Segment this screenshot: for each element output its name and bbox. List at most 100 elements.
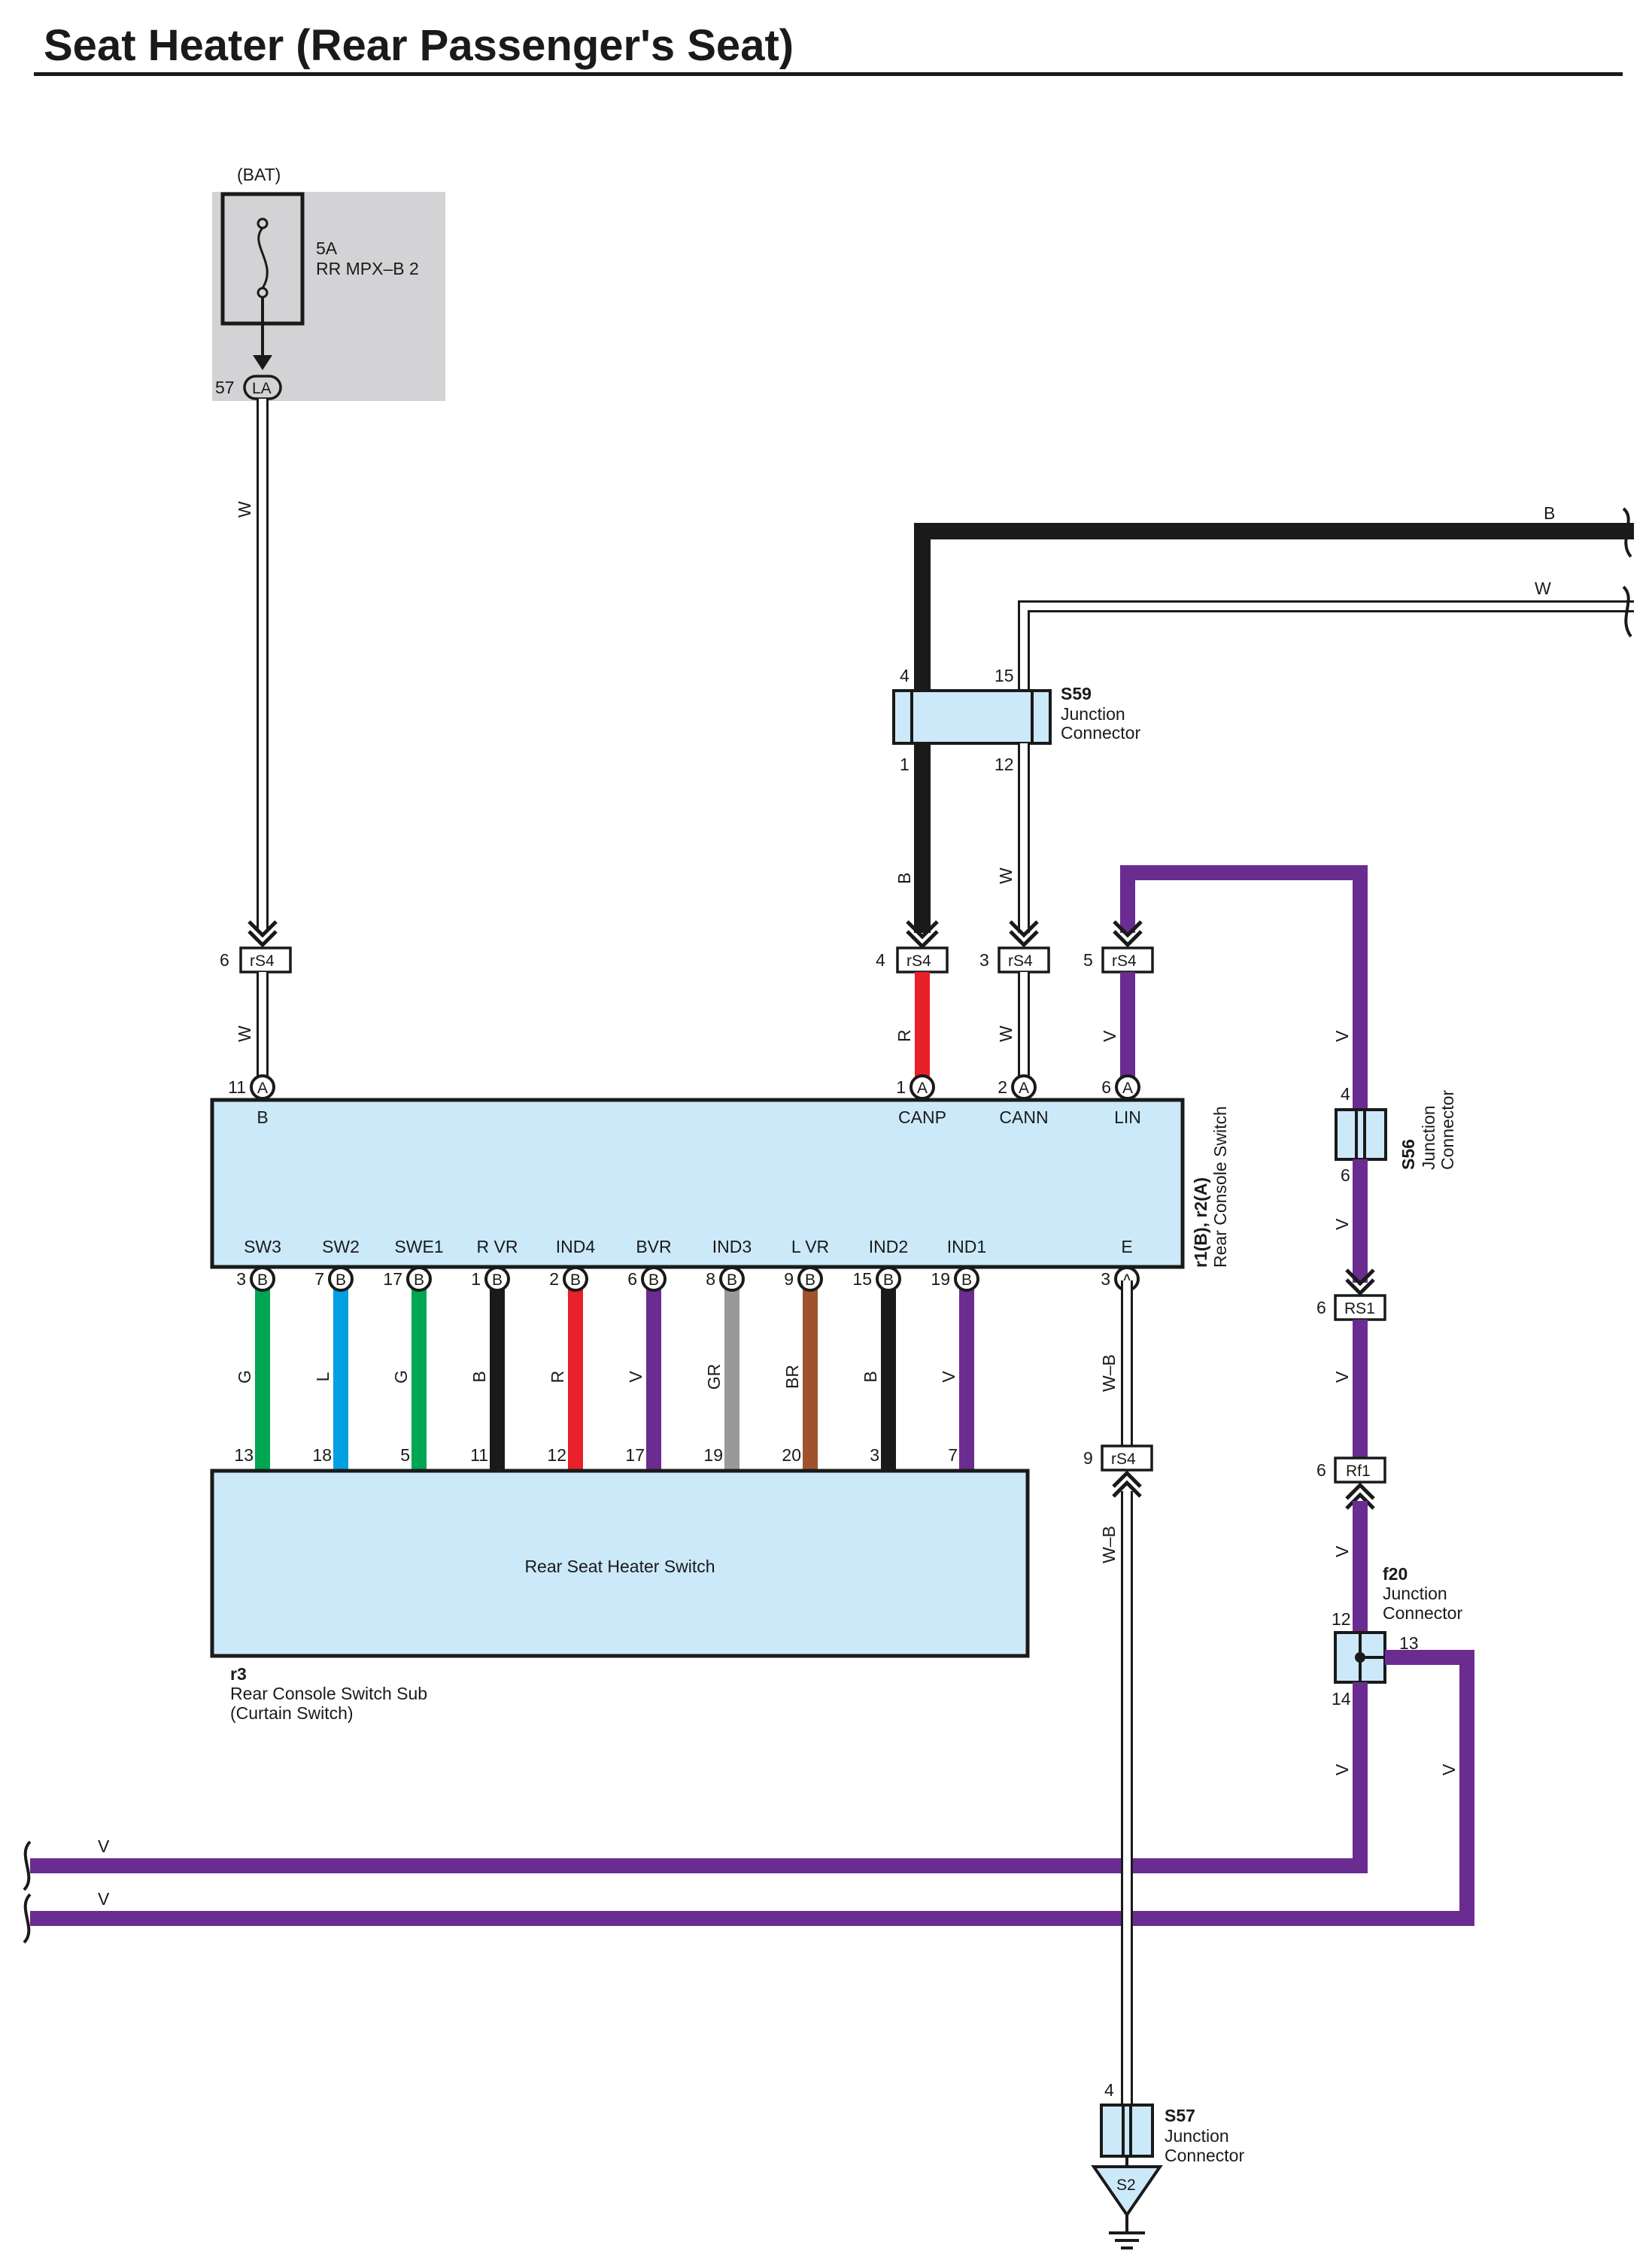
fuse-name: RR MPX–B 2 — [316, 259, 419, 278]
pin-label: CANP — [898, 1107, 946, 1127]
pin-circle — [250, 1074, 275, 1100]
pin-label: E — [1121, 1237, 1132, 1256]
console-bottom-pins: GSW3B313SW3LSW2B718SW2GSWE1B175SWE1BR VR… — [234, 1237, 1140, 1499]
wire-label-v-f20-13: V — [1439, 1763, 1459, 1776]
pin-label: SW2 — [322, 1237, 360, 1256]
pin-connector-letter: A — [257, 1080, 268, 1097]
harness-wire-color: B — [469, 1371, 489, 1382]
junction-s56-id: S56 — [1398, 1139, 1418, 1170]
pin-circle — [1011, 1074, 1037, 1100]
console-bottom-pin: LSW2B718SW2 — [312, 1237, 360, 1499]
pin-connector-letter: B — [570, 1271, 581, 1289]
ground-label: S2 — [1116, 2177, 1136, 2194]
wire-break-icon-2 — [1622, 585, 1632, 638]
chevron-down-icon-canp — [906, 920, 939, 949]
harness-wire-color: V — [626, 1371, 645, 1383]
chevron-down-icon-rs1 — [1345, 1268, 1375, 1296]
junction-s56-line1: Junction — [1419, 1105, 1438, 1170]
chevron-up-icon-rf1 — [1345, 1482, 1375, 1510]
junction-s56-pin-6: 6 — [1341, 1165, 1350, 1185]
fuse-arrow-icon — [253, 355, 272, 370]
pin-circle — [1115, 1074, 1140, 1100]
pin-circle — [563, 1266, 588, 1292]
console-bottom-pin: BIND2B153IND2 — [852, 1237, 908, 1499]
pin-connector-letter: B — [883, 1271, 894, 1289]
harness-wire-color: L — [313, 1372, 333, 1381]
chevron-down-icon-lin — [1113, 920, 1143, 948]
junction-s57 — [1100, 2104, 1154, 2158]
console-bottom-pin: RIND4B212IND4 — [547, 1237, 595, 1499]
pin-number: 7 — [314, 1269, 324, 1289]
junction-s59-line1: Junction — [1061, 704, 1125, 724]
pin-connector-letter: A — [1019, 1080, 1029, 1097]
pin-connector-letter: B — [336, 1271, 346, 1289]
junction-s56-line2: Connector — [1438, 1090, 1457, 1170]
junction-f20-line2: Connector — [1383, 1603, 1462, 1623]
wire-label-w-cann: W — [996, 1025, 1016, 1042]
pin-circle — [719, 1266, 745, 1292]
pin-circle — [910, 1074, 935, 1100]
pin-number: 6 — [1101, 1077, 1111, 1097]
pin-number: 1 — [896, 1077, 906, 1097]
pin-connector-letter: B — [961, 1271, 972, 1289]
fuse-connector-label: LA — [252, 380, 272, 397]
wire-break-icon — [1622, 507, 1632, 558]
harness-wire-color: GR — [704, 1364, 724, 1390]
pin-number: 2 — [998, 1077, 1007, 1097]
pin-label: L VR — [791, 1237, 829, 1256]
junction-f20-node — [1355, 1652, 1365, 1663]
pin-number: 3 — [236, 1269, 246, 1289]
harness-wire-color: R — [548, 1371, 567, 1384]
fuse-pin-number: 57 — [215, 378, 235, 397]
connector-rs4-w-pin: 6 — [220, 950, 229, 970]
pin-label: IND1 — [947, 1237, 986, 1256]
sub-switch-line1: Rear Console Switch Sub — [230, 1684, 427, 1703]
connector-rf1-pin: 6 — [1316, 1460, 1326, 1480]
connector-rs4-lin-pin: 5 — [1083, 950, 1093, 970]
wire-label-w-s59: W — [996, 867, 1016, 884]
pin-circle — [641, 1266, 667, 1292]
pin-number: 9 — [784, 1269, 794, 1289]
pin-number: 6 — [627, 1269, 637, 1289]
harness-wire-color: BR — [782, 1365, 802, 1389]
wire-label-b-s59: B — [894, 873, 914, 884]
wire-v-f20-13 — [30, 1650, 1474, 1926]
junction-s59-id: S59 — [1061, 684, 1092, 703]
junction-s57-pin-4: 4 — [1104, 2080, 1114, 2100]
wire-label-v-left2: V — [98, 1889, 110, 1909]
wire-label-wb-1: W–B — [1099, 1354, 1119, 1392]
pin-connector-letter: B — [648, 1271, 659, 1289]
sub-pin-number: 5 — [400, 1445, 410, 1465]
pin-number: 19 — [931, 1269, 950, 1289]
connector-rs4-canp-label: rS4 — [906, 952, 931, 970]
pin-number: 15 — [852, 1269, 872, 1289]
wire-break-icon-left1 — [23, 1840, 32, 1891]
junction-s57-line2: Connector — [1165, 2146, 1244, 2165]
sub-pin-number: 19 — [703, 1445, 723, 1465]
pin-label: BVR — [636, 1237, 671, 1256]
junction-s57-id: S57 — [1165, 2106, 1195, 2125]
wire-label-v-rs1: V — [1332, 1371, 1352, 1383]
title-rule — [34, 72, 1623, 76]
wire-label-v-s56-top: V — [1332, 1030, 1352, 1042]
wire-w-top — [1018, 600, 1634, 711]
junction-s59-pin-1: 1 — [900, 755, 910, 774]
connector-rs1-pin: 6 — [1316, 1298, 1326, 1317]
pin-circle — [484, 1266, 510, 1292]
pin-circle — [954, 1266, 979, 1292]
pin-circle — [797, 1266, 823, 1292]
console-switch-id: r1(B), r2(A) — [1191, 1177, 1210, 1268]
wire-label-v-f20-14: V — [1332, 1763, 1352, 1776]
pin-label: SWE1 — [394, 1237, 443, 1256]
junction-s59-pin-4: 4 — [900, 666, 910, 685]
wire-label-v-left1: V — [98, 1836, 110, 1856]
pin-number: 17 — [383, 1269, 402, 1289]
sub-pin-number: 7 — [948, 1445, 958, 1465]
chevron-down-icon-cann — [1009, 920, 1039, 948]
junction-s57-line1: Junction — [1165, 2126, 1229, 2146]
pin-number: 2 — [549, 1269, 559, 1289]
connector-rs4-cann-label: rS4 — [1008, 952, 1033, 970]
